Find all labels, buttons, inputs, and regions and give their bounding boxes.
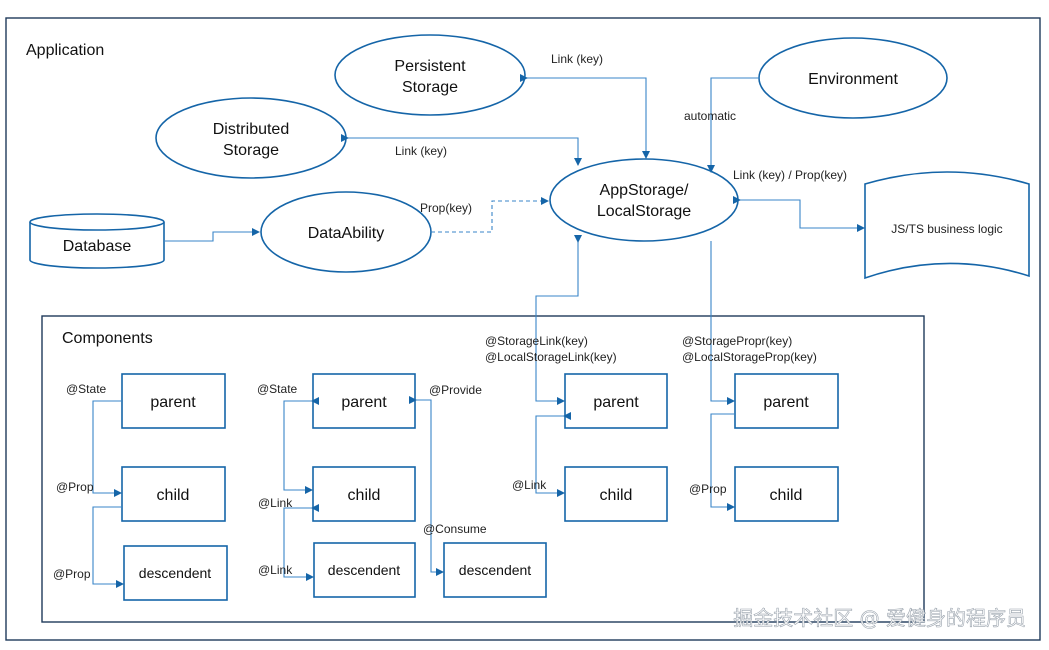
- application-label: Application: [26, 42, 104, 59]
- g2-state-label: @State: [257, 382, 298, 396]
- g3-descendent-box: [443, 542, 547, 598]
- persistent-storage-line2: Storage: [402, 79, 458, 96]
- components-frame: [41, 315, 925, 623]
- distributed-storage-node: Distributed Storage: [155, 97, 347, 179]
- g4-parent-box: [564, 373, 668, 429]
- g1-descendent-label: descendent: [139, 565, 212, 581]
- g5-parent-label: parent: [763, 394, 809, 411]
- g5-localstorageprop-label: @LocalStorageProp(key): [682, 350, 817, 364]
- environment-label: Environment: [808, 71, 898, 88]
- g2-parent-label: parent: [341, 394, 387, 411]
- g2-child-label: child: [348, 487, 381, 504]
- g2-descendent-label: descendent: [328, 562, 401, 578]
- g1-child-box: [121, 466, 226, 522]
- appstorage-line2: LocalStorage: [597, 203, 691, 220]
- g3-consume-label: @Consume: [423, 522, 487, 536]
- g4-link-label: @Link: [512, 478, 547, 492]
- g5-storageprop-label: @StoragePropr(key): [682, 334, 792, 348]
- g4-parent-label: parent: [593, 394, 639, 411]
- g2-link-label-2: @Link: [258, 563, 293, 577]
- environment-node: Environment: [758, 37, 948, 119]
- g1-prop-label-1: @Prop: [56, 480, 94, 494]
- distributed-link-label: Link (key): [395, 144, 447, 158]
- g1-parent-label: parent: [150, 394, 196, 411]
- persistent-link-label: Link (key): [551, 52, 603, 66]
- dataability-prop-label: Prop(key): [420, 201, 472, 215]
- jsts-business-logic-node: JS/TS business logic: [864, 171, 1030, 280]
- persistent-storage-line1: Persistent: [394, 58, 466, 75]
- watermark: 掘金技术社区 @ 爱健身的程序员: [733, 606, 1026, 630]
- g2-child-box: [312, 466, 416, 522]
- g5-parent-box: [734, 373, 839, 429]
- g4-localstoragelink-label: @LocalStorageLink(key): [485, 350, 617, 364]
- components-label: Components: [62, 330, 153, 347]
- dataability-label: DataAbility: [308, 225, 384, 242]
- jsts-link-label: Link (key) / Prop(key): [733, 168, 847, 182]
- g1-state-label: @State: [66, 382, 107, 396]
- g1-child-label: child: [157, 487, 190, 504]
- automatic-label: automatic: [684, 109, 736, 123]
- database-node: Database: [29, 213, 165, 269]
- distributed-storage-line2: Storage: [223, 142, 279, 159]
- g5-child-box: [734, 466, 839, 522]
- g3-descendent-label: descendent: [459, 562, 532, 578]
- jsts-label: JS/TS business logic: [891, 222, 1002, 236]
- dataability-node: DataAbility: [260, 191, 432, 273]
- database-label: Database: [63, 238, 132, 255]
- g4-storagelink-label: @StorageLink(key): [485, 334, 588, 348]
- g2-link-label-1: @Link: [258, 496, 293, 510]
- g3-provide-label: @Provide: [429, 383, 482, 397]
- g1-parent-box: [121, 373, 226, 429]
- g1-prop-label-2: @Prop: [53, 567, 91, 581]
- distributed-storage-line1: Distributed: [213, 121, 289, 138]
- g4-child-box: [564, 466, 668, 522]
- appstorage-line1: AppStorage/: [600, 182, 690, 199]
- g5-child-label: child: [770, 487, 803, 504]
- appstorage-node: AppStorage/ LocalStorage: [549, 158, 739, 242]
- g4-child-label: child: [600, 487, 633, 504]
- persistent-storage-node: Persistent Storage: [334, 34, 526, 116]
- application-frame: [5, 17, 1041, 641]
- g5-prop-label: @Prop: [689, 482, 727, 496]
- g1-descendent-box: [123, 545, 228, 601]
